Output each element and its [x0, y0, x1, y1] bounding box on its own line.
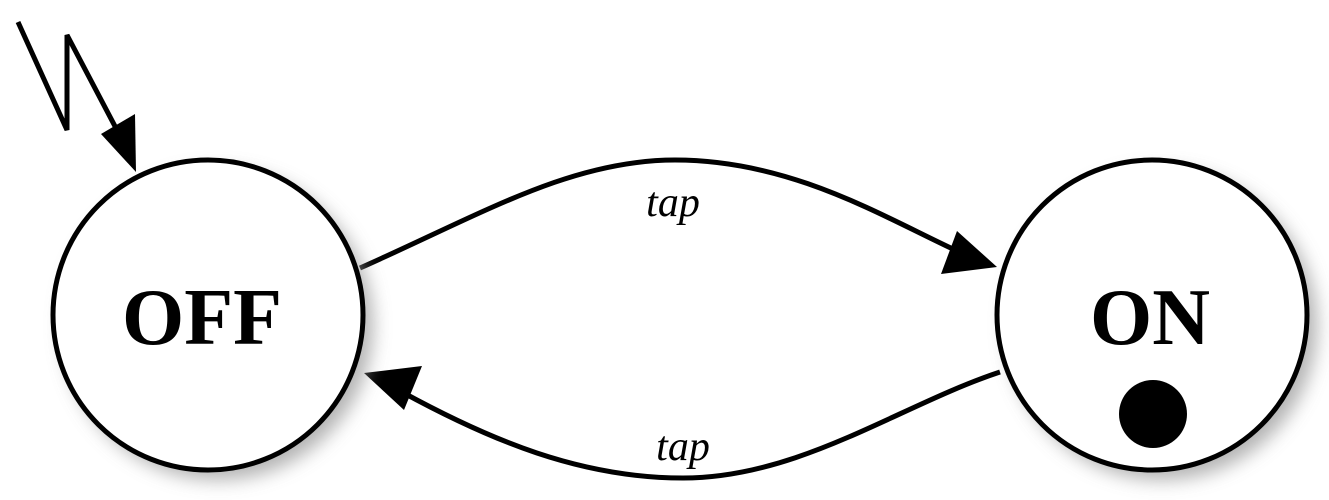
transition-label-off-to-on: tap [646, 180, 700, 226]
transition-label-on-to-off: tap [656, 424, 710, 470]
state-on-label: ON [1090, 274, 1210, 362]
state-on-circle [994, 157, 1310, 473]
state-on-dot-marker [1119, 380, 1187, 448]
state-off-circle [50, 157, 366, 473]
state-off-label: OFF [122, 274, 282, 362]
state-on: ON [994, 157, 1317, 480]
initial-state-arrow [15, 20, 136, 172]
state-off: OFF [50, 157, 373, 480]
transition-off-to-on [358, 157, 997, 274]
transition-on-to-off [364, 366, 1001, 481]
